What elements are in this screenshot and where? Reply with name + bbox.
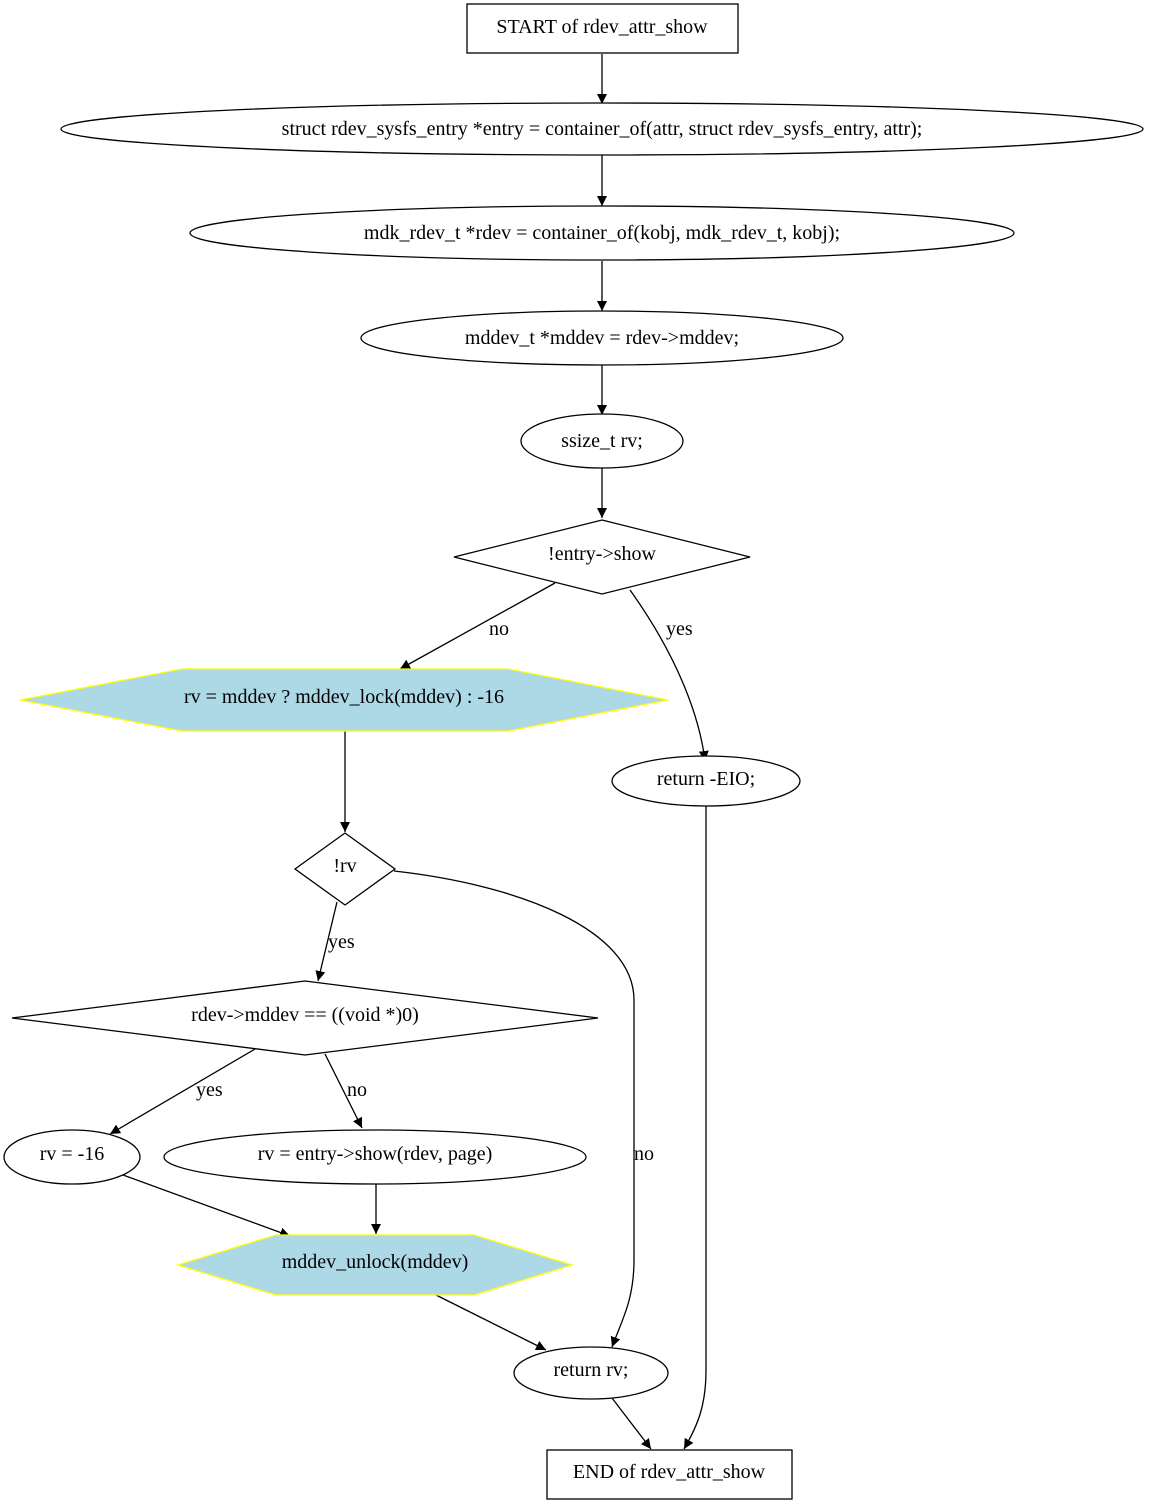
edges	[109, 54, 709, 1450]
node-cond-mddev-null-label: rdev->mddev == ((void *)0)	[191, 1004, 419, 1026]
edge-labels: no yes yes no yes no	[196, 618, 693, 1165]
edge-show-yes	[629, 589, 709, 762]
node-return-eio: return -EIO;	[611, 755, 801, 807]
node-lock-label: rv = mddev ? mddev_lock(mddev) : -16	[184, 686, 504, 708]
label-null-yes: yes	[196, 1079, 223, 1101]
label-show-no: no	[489, 618, 509, 640]
node-rdev-decl: mdk_rdev_t *rdev = container_of(kobj, md…	[189, 205, 1015, 261]
node-rv-neg16: rv = -16	[3, 1129, 141, 1185]
node-mddev-decl-label: mddev_t *mddev = rdev->mddev;	[465, 327, 739, 349]
node-entry-decl: struct rdev_sysfs_entry *entry = contain…	[60, 102, 1144, 156]
edge-unlock-to-return	[435, 1294, 547, 1351]
node-rv-decl: ssize_t rv;	[520, 413, 684, 469]
node-entry-decl-label: struct rdev_sysfs_entry *entry = contain…	[282, 118, 923, 140]
node-start: START of rdev_attr_show	[466, 3, 739, 54]
node-unlock-label: mddev_unlock(mddev)	[282, 1251, 469, 1273]
node-lock: rv = mddev ? mddev_lock(mddev) : -16	[19, 668, 669, 732]
node-cond-show-label: !entry->show	[548, 543, 656, 565]
label-rv-no: no	[634, 1143, 654, 1165]
node-rdev-decl-label: mdk_rdev_t *rdev = container_of(kobj, md…	[364, 222, 840, 244]
label-rv-yes: yes	[328, 931, 355, 953]
node-cond-mddev-null: rdev->mddev == ((void *)0)	[11, 980, 599, 1056]
node-rv-neg16-label: rv = -16	[40, 1143, 105, 1165]
edge-return-to-end	[611, 1397, 652, 1450]
label-show-yes: yes	[666, 618, 693, 640]
node-unlock: mddev_unlock(mddev)	[175, 1234, 575, 1296]
node-rv-show-label: rv = entry->show(rdev, page)	[258, 1143, 493, 1165]
node-return-rv-label: return rv;	[554, 1359, 629, 1381]
edge-show-no	[399, 582, 556, 670]
node-cond-rv: !rv	[293, 832, 397, 906]
node-rv-show: rv = entry->show(rdev, page)	[163, 1129, 587, 1185]
edge-rv-yes	[315, 901, 338, 982]
label-null-no: no	[347, 1079, 367, 1101]
edge-rv-no	[393, 870, 635, 1348]
node-return-eio-label: return -EIO;	[657, 768, 755, 790]
edge-null-yes	[109, 1048, 256, 1135]
edge-neg16-to-unlock	[122, 1174, 291, 1238]
node-return-rv: return rv;	[513, 1346, 669, 1400]
node-end-label: END of rdev_attr_show	[573, 1461, 766, 1483]
node-start-label: START of rdev_attr_show	[496, 16, 708, 38]
node-rv-decl-label: ssize_t rv;	[561, 430, 643, 452]
node-end: END of rdev_attr_show	[546, 1449, 793, 1500]
node-cond-rv-label: !rv	[333, 855, 356, 877]
node-mddev-decl: mddev_t *mddev = rdev->mddev;	[360, 310, 844, 366]
edge-null-no	[324, 1053, 363, 1129]
node-cond-show: !entry->show	[453, 519, 751, 595]
edge-eio-to-end	[683, 805, 707, 1450]
